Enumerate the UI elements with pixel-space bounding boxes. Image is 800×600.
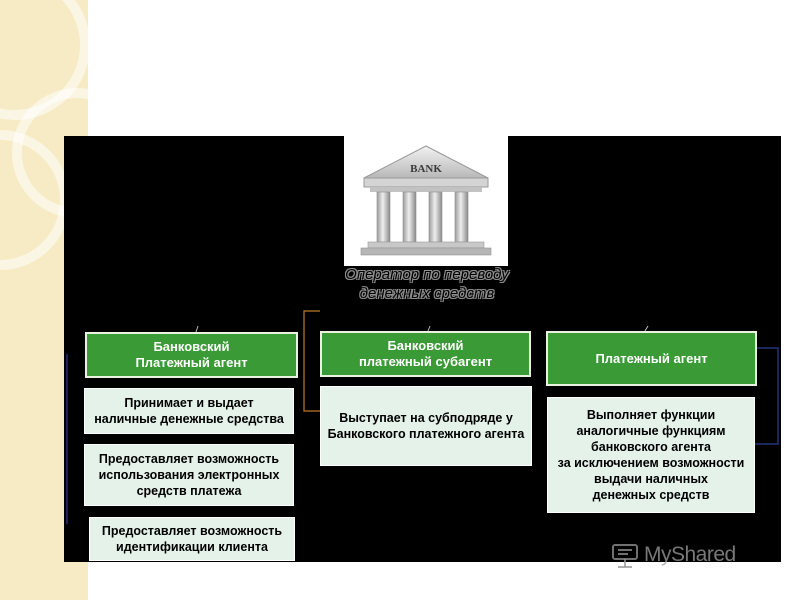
- header-line: Платежный агент: [595, 350, 708, 366]
- payment-agent-header: Платежный агент: [546, 331, 757, 386]
- item-line: Предоставляет возможность: [98, 452, 280, 466]
- item-line: денежных средств: [592, 488, 710, 502]
- item-line: Предоставляет возможность: [101, 524, 283, 538]
- connector-lines: [66, 310, 779, 524]
- bank-building-icon: BANK: [360, 145, 492, 256]
- item-line: Принимает и выдает: [124, 396, 254, 410]
- item-line: наличные денежные средства: [94, 412, 284, 426]
- item-line: за исключением возможности: [557, 456, 745, 470]
- header-line: Платежный агент: [135, 355, 248, 370]
- operator-caption-line1: Оператор по переводу: [345, 266, 509, 283]
- item-cash-handling: Принимает и выдает наличные денежные сре…: [84, 388, 294, 434]
- bank-payment-agent-header: Банковский Платежный агент: [85, 332, 298, 378]
- item-subcontract: Выступает на субподряде у Банковского пл…: [320, 386, 532, 466]
- slide-panel: BANK Оператор по переводу денежных средс…: [64, 136, 781, 562]
- item-analogous-functions: Выполняет функции аналогичные функциям б…: [547, 397, 755, 513]
- watermark-podium-icon: [612, 544, 638, 568]
- watermark: MyShared: [610, 538, 736, 572]
- item-line: Выполняет функции: [586, 408, 716, 422]
- item-electronic-payments: Предоставляет возможность использования …: [84, 444, 294, 506]
- bank-sign-text: BANK: [410, 163, 442, 175]
- operator-caption-line2: денежных средств: [359, 285, 495, 302]
- header-line: платежный субагент: [358, 354, 493, 369]
- item-line: использования электронных: [98, 468, 280, 482]
- watermark-text: MyShared: [644, 543, 736, 567]
- item-line: Выступает на субподряде у: [339, 411, 513, 425]
- item-line: идентификации клиента: [116, 540, 268, 554]
- watermark-text-my: My: [644, 543, 672, 566]
- watermark-text-shared: Shared: [671, 543, 736, 566]
- bank-payment-subagent-header: Банковский платежный субагент: [320, 331, 531, 377]
- item-line: банковского агента: [591, 440, 711, 454]
- header-line: Банковский: [153, 339, 230, 354]
- bank-building-image: BANK: [344, 136, 508, 266]
- operator-caption: Оператор по переводу денежных средств: [314, 265, 540, 303]
- item-line: аналогичные функциям: [576, 424, 726, 438]
- header-line: Банковский: [387, 338, 464, 353]
- item-line: средств платежа: [136, 484, 242, 498]
- item-line: Банковского платежного агента: [327, 427, 525, 441]
- item-client-identification: Предоставляет возможность идентификации …: [89, 517, 295, 561]
- item-line: выдачи наличных: [594, 472, 708, 486]
